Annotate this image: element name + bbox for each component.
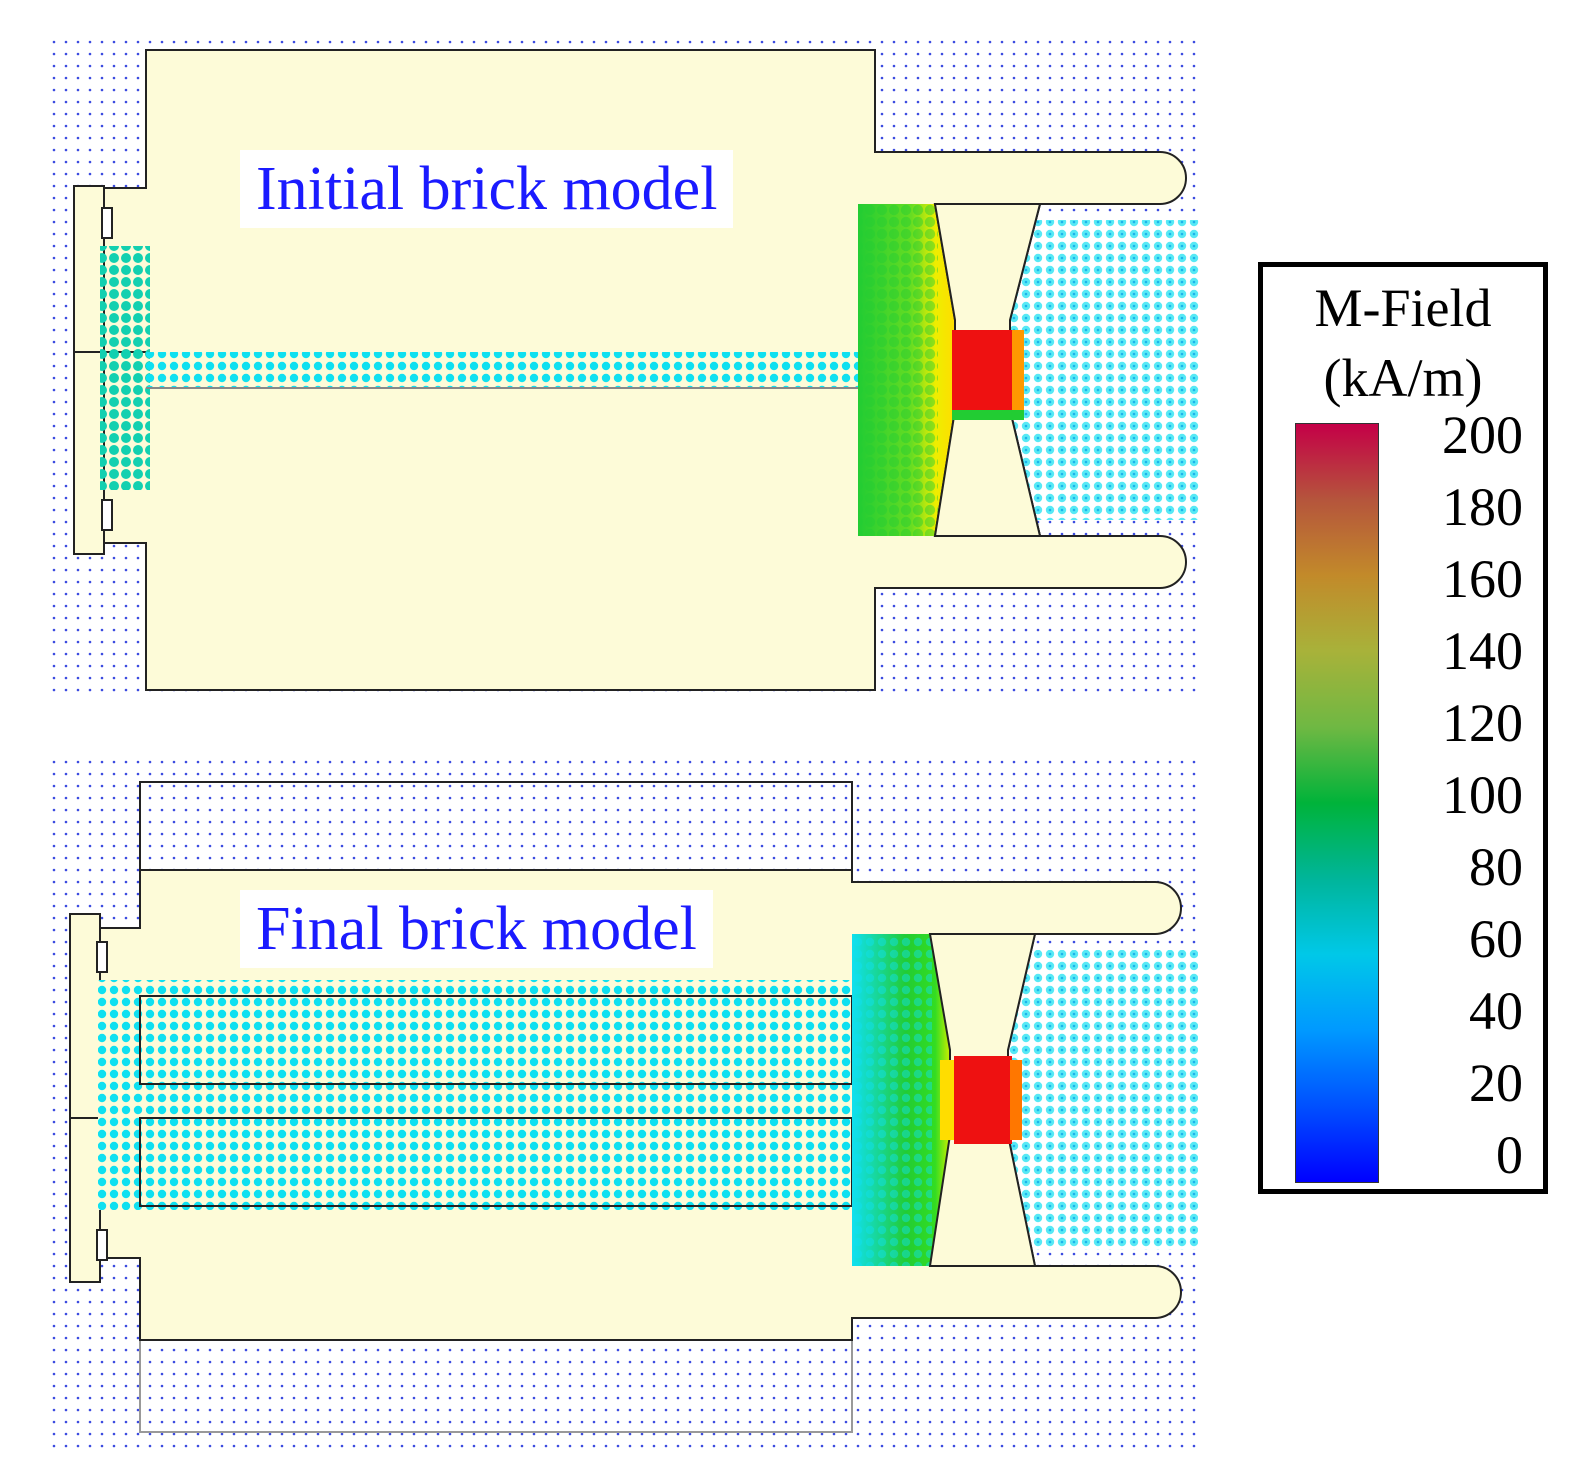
- colorbar-gradient: [1295, 423, 1379, 1183]
- saturation-hotspot: [954, 1056, 1012, 1144]
- yoke-dots: [852, 934, 932, 1266]
- initial-model-panel: [52, 34, 1200, 694]
- hotspot-left-edge: [940, 1060, 956, 1140]
- flange-slot-top: [96, 941, 108, 973]
- flange-slot-bottom: [96, 1229, 108, 1261]
- final-model-panel: [52, 758, 1200, 1448]
- gap-cyan-field: [1010, 220, 1200, 520]
- tick-label: 180: [1442, 477, 1523, 537]
- tick-label: 120: [1442, 693, 1523, 753]
- hotspot-edge: [1010, 1060, 1022, 1140]
- flange-slot-top: [101, 207, 113, 239]
- left-flange: [69, 913, 101, 1283]
- left-flange: [73, 185, 105, 555]
- saturation-hotspot: [952, 330, 1012, 410]
- center-rod-field: [146, 352, 858, 388]
- tick-label: 0: [1496, 1125, 1523, 1185]
- flange-slot-bottom: [101, 499, 113, 531]
- final-model-label: Final brick model: [240, 890, 713, 968]
- gap-cyan-field: [1008, 950, 1198, 1250]
- tick-label: 60: [1469, 909, 1523, 969]
- hotspot-rim-bottom: [952, 410, 1024, 420]
- tick-label: 40: [1469, 981, 1523, 1041]
- tick-label: 80: [1469, 837, 1523, 897]
- legend-title: M-Field (kA/m): [1263, 273, 1543, 413]
- tick-label: 140: [1442, 621, 1523, 681]
- main-field-dots: [98, 980, 858, 1210]
- legend-title-unit: (kA/m): [1323, 348, 1483, 408]
- left-bar-field: [100, 246, 150, 490]
- hotspot-edge: [1012, 330, 1024, 410]
- legend-title-quantity: M-Field: [1314, 278, 1492, 338]
- tick-label: 160: [1442, 549, 1523, 609]
- tick-label: 200: [1442, 405, 1523, 465]
- colorbar-legend: M-Field (kA/m) 200 180 160 140 120 100 8…: [1258, 262, 1548, 1194]
- tick-label: 20: [1469, 1053, 1523, 1113]
- tick-label: 100: [1442, 765, 1523, 825]
- yoke-dots: [858, 204, 938, 536]
- initial-model-label: Initial brick model: [240, 150, 734, 228]
